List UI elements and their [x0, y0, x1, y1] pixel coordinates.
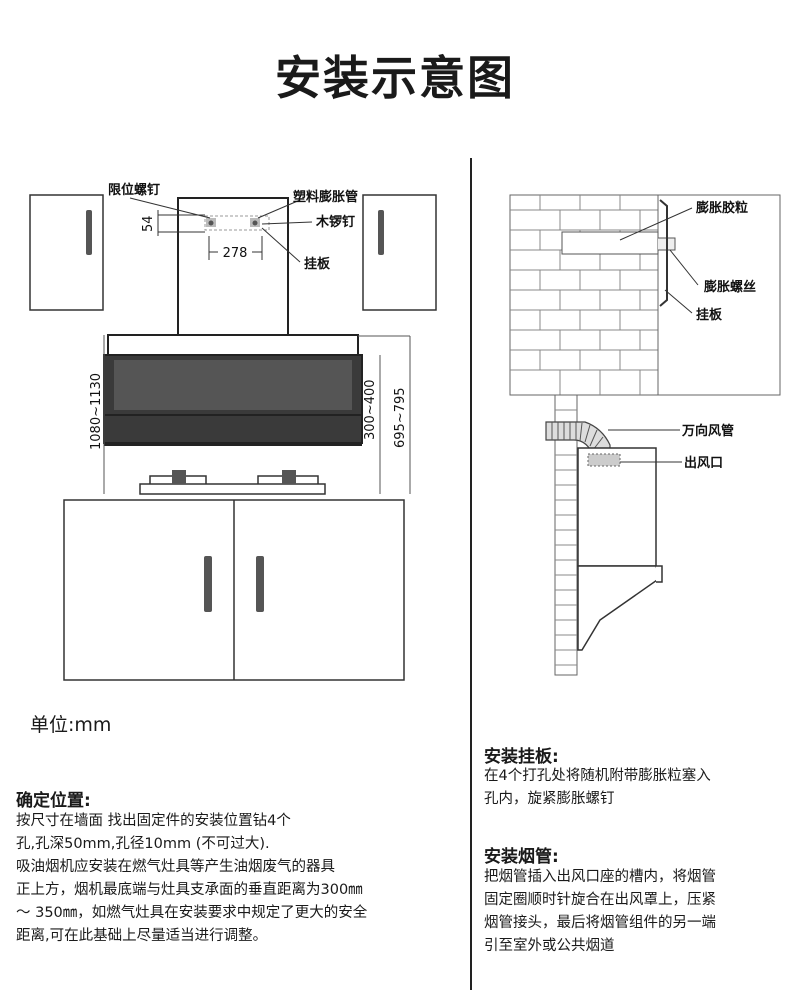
dim-1080-1130-label: 1080~1130 [89, 373, 104, 450]
position-line: 距离,可在此基础上尽量适当进行调整。 [16, 928, 268, 944]
duct-line: 烟管接头，最后将烟管组件的另一端 [484, 915, 716, 931]
plate-line: 孔内，旋紧膨胀螺钉 [484, 791, 615, 807]
range-hood-body [103, 334, 363, 446]
brick-wall [509, 194, 659, 396]
dim-695-795-label: 695~795 [393, 387, 408, 448]
brick-column [554, 394, 578, 676]
plastic-anchor-label: 塑料膨胀管 [293, 189, 358, 205]
position-heading: 确定位置: [16, 791, 91, 811]
plate-line: 在4个打孔处将随机附带膨胀粒塞入 [484, 768, 711, 784]
duct-line: 固定圈顺时针旋合在出风罩上，压紧 [484, 892, 716, 908]
dim-54-label: 54 [141, 215, 156, 232]
dim-300-400-label: 300~400 [363, 379, 378, 440]
duct-line: 引至室外或公共烟道 [484, 938, 615, 954]
ceiling-area [657, 194, 781, 396]
front-install-diagram: 54 278 限位螺钉 塑料膨胀管 木锣钉 挂板 1080~1130 300~4… [29, 182, 437, 681]
base-cabinet [63, 499, 405, 681]
universal-duct-label: 万向风管 [681, 423, 734, 439]
hanging-plate-label: 挂板 [304, 256, 331, 272]
right-upper-cabinet [362, 194, 437, 311]
position-line: ～ 350㎜，如燃气灶具在安装要求中规定了更大的安全 [16, 905, 368, 921]
vertical-divider [470, 158, 472, 990]
dim-278-label: 278 [223, 246, 248, 261]
position-line: 孔,孔深50mm,孔径10mm (不可过大). [16, 836, 270, 852]
hood-chimney [177, 197, 289, 339]
air-outlet-label: 出风口 [684, 455, 723, 471]
hanging-plate-side [659, 199, 668, 307]
hood-side-view [577, 447, 663, 651]
duct-line: 把烟管插入出风口座的槽内，将烟管 [484, 869, 716, 885]
duct-heading: 安装烟管: [484, 847, 559, 867]
hanging-plate-holes [204, 215, 270, 231]
unit-label: 单位:mm [30, 714, 112, 736]
left-upper-cabinet [29, 194, 104, 311]
position-line: 正上方，烟机最底端与灶具支承面的垂直距离为300㎜ [16, 882, 363, 898]
plate-heading: 安装挂板: [484, 747, 559, 767]
gas-stove [139, 470, 326, 495]
side-install-diagram: 膨胀胶粒 膨胀螺丝 挂板 万向风管 出风口 [509, 194, 781, 676]
limit-screw-label: 限位螺钉 [108, 182, 160, 198]
anchor-grain-label: 膨胀胶粒 [695, 200, 748, 216]
page-title: 安装示意图 [275, 51, 515, 105]
expansion-anchor [561, 231, 659, 255]
position-line: 按尺寸在墙面 找出固定件的安装位置钻4个 [16, 813, 291, 829]
expansion-screw-label: 膨胀螺丝 [703, 279, 756, 295]
plate-text: 在4个打孔处将随机附带膨胀粒塞入 孔内，旋紧膨胀螺钉 [484, 765, 784, 811]
position-line: 吸油烟机应安装在燃气灶具等产生油烟废气的器具 [16, 859, 335, 875]
wood-screw-label: 木锣钉 [315, 214, 355, 230]
position-text: 按尺寸在墙面 找出固定件的安装位置钻4个 孔,孔深50mm,孔径10mm (不可… [16, 810, 461, 948]
duct-text: 把烟管插入出风口座的槽内，将烟管 固定圈顺时针旋合在出风罩上，压紧 烟管接头，最… [484, 866, 784, 958]
side-hanging-plate-label: 挂板 [696, 307, 723, 323]
